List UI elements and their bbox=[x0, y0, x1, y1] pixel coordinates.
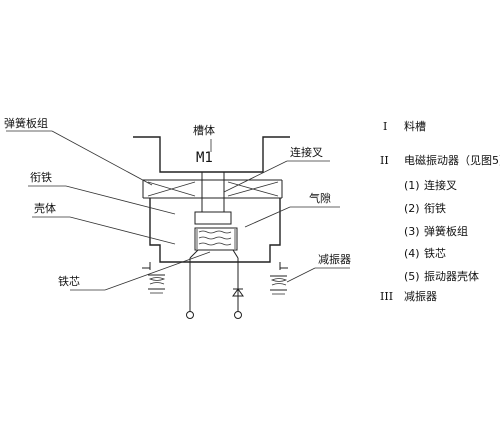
terminal-right bbox=[234, 311, 242, 319]
connecting-fork-stem bbox=[201, 172, 225, 212]
label-trough: 槽体 bbox=[193, 123, 215, 137]
legend-text: 电磁振动器（见图5） bbox=[404, 153, 500, 167]
label-air-gap: 气隙 bbox=[309, 191, 331, 205]
terminal-left bbox=[186, 311, 194, 319]
label-connecting-fork: 连接叉 bbox=[290, 146, 323, 159]
legend-numeral: (1) bbox=[404, 179, 420, 192]
label-spring-plate-group: 弹簧板组 bbox=[4, 116, 48, 130]
damper-right bbox=[270, 275, 288, 295]
label-iron-core: 铁芯 bbox=[58, 274, 80, 288]
label-housing: 壳体 bbox=[34, 201, 56, 215]
legend-text: 料槽 bbox=[404, 119, 426, 133]
legend-text: 减振器 bbox=[404, 289, 437, 303]
housing-body bbox=[142, 198, 288, 270]
spring-plate-band bbox=[142, 179, 283, 199]
damper-left bbox=[148, 274, 166, 294]
label-damper: 减振器 bbox=[318, 252, 351, 266]
legend-numeral: I bbox=[383, 120, 387, 133]
legend: I 料槽 II 电磁振动器（见图5） (1) 连接叉 (2) 衔铁 (3) 弹簧… bbox=[380, 119, 500, 303]
label-armature: 衔铁 bbox=[30, 171, 52, 184]
coil-leads bbox=[189, 249, 244, 312]
legend-text: 振动器壳体 bbox=[424, 269, 479, 283]
legend-text: 衔铁 bbox=[424, 202, 446, 215]
legend-numeral: (4) bbox=[404, 247, 420, 260]
legend-numeral: III bbox=[380, 290, 393, 303]
iron-core bbox=[194, 227, 238, 251]
legend-text: 连接叉 bbox=[424, 179, 457, 192]
legend-numeral: (3) bbox=[404, 225, 420, 238]
legend-numeral: (5) bbox=[404, 270, 420, 283]
trough-outline bbox=[133, 136, 290, 173]
legend-text: 铁芯 bbox=[424, 246, 446, 260]
legend-numeral: II bbox=[380, 154, 389, 167]
legend-text: 弹簧板组 bbox=[424, 224, 468, 238]
armature-block bbox=[194, 211, 232, 225]
legend-numeral: (2) bbox=[404, 202, 420, 215]
label-motor: M1 bbox=[196, 150, 213, 166]
leader-lines bbox=[6, 130, 350, 291]
